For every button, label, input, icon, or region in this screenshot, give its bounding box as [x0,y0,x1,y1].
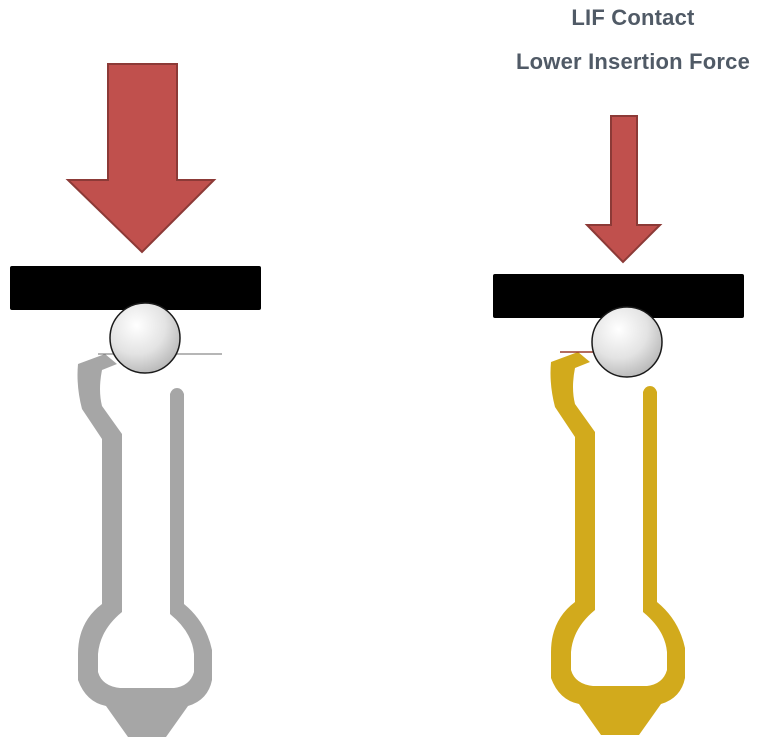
large-force-arrow-shape [65,63,217,254]
caption-title: LIF Contact [571,5,695,30]
pressure-plate [493,274,744,318]
solder-ball [109,302,181,374]
small-force-arrow-shape [584,115,663,264]
standard-contact-icon [77,354,212,737]
large-force-arrow-icon [65,63,217,254]
pressure-plate [10,266,261,310]
caption-subtitle: Lower Insertion Force [515,49,751,74]
solder-ball [591,306,663,378]
lif-contact-icon [550,352,685,735]
small-force-arrow-icon [584,115,663,264]
